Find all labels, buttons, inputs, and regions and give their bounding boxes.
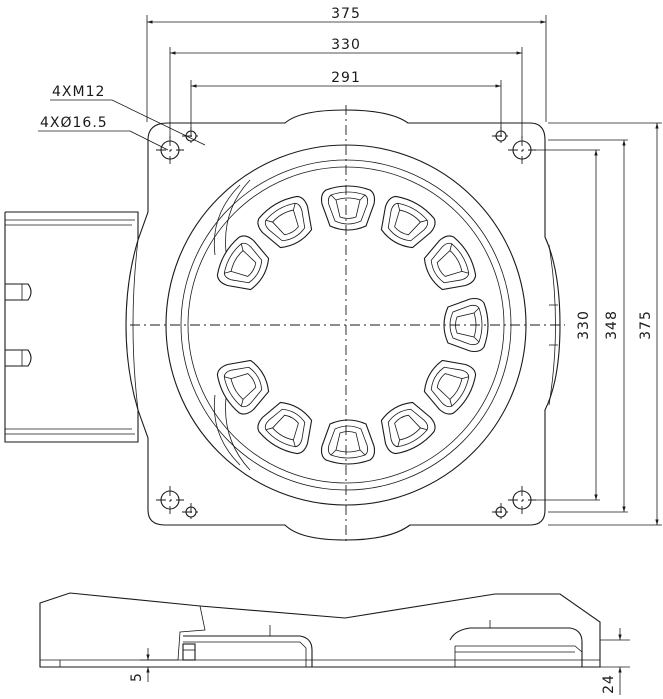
dimension-330-right: 330 xyxy=(532,149,600,501)
dim-291-top-label: 291 xyxy=(331,70,361,86)
side-profile-outline xyxy=(39,592,601,668)
dim-330-top-label: 330 xyxy=(331,37,361,53)
dim-330-right-label: 330 xyxy=(576,310,592,340)
dimension-375-top: 375 xyxy=(146,6,547,122)
tapped-hole xyxy=(182,127,510,521)
top-view: 375 330 291 330 348 xyxy=(4,6,662,545)
dimension-348-right: 348 xyxy=(548,139,628,513)
callout-through-label: 4XØ16.5 xyxy=(40,115,108,131)
dimension-291-top: 291 xyxy=(190,70,502,128)
callout-tapped-holes: 4XM12 xyxy=(50,84,206,146)
dim-375-right-label: 375 xyxy=(638,310,654,340)
dimension-330-top: 330 xyxy=(169,37,523,138)
through-hole xyxy=(156,136,536,514)
dim-348-right-label: 348 xyxy=(604,310,620,340)
dim-24-label: 24 xyxy=(601,674,617,694)
dim-5-label: 5 xyxy=(129,672,145,682)
dimension-24-side: 24 xyxy=(600,628,630,695)
dim-375-top-label: 375 xyxy=(331,6,361,22)
side-mount-block xyxy=(4,211,139,443)
callout-through-holes: 4XØ16.5 xyxy=(38,115,169,151)
dimension-375-right: 375 xyxy=(548,122,662,526)
flange-plate-outline xyxy=(125,109,561,541)
callout-tapped-label: 4XM12 xyxy=(52,84,105,100)
dimension-5-side: 5 xyxy=(129,648,178,682)
side-view: 5 24 xyxy=(39,592,630,695)
